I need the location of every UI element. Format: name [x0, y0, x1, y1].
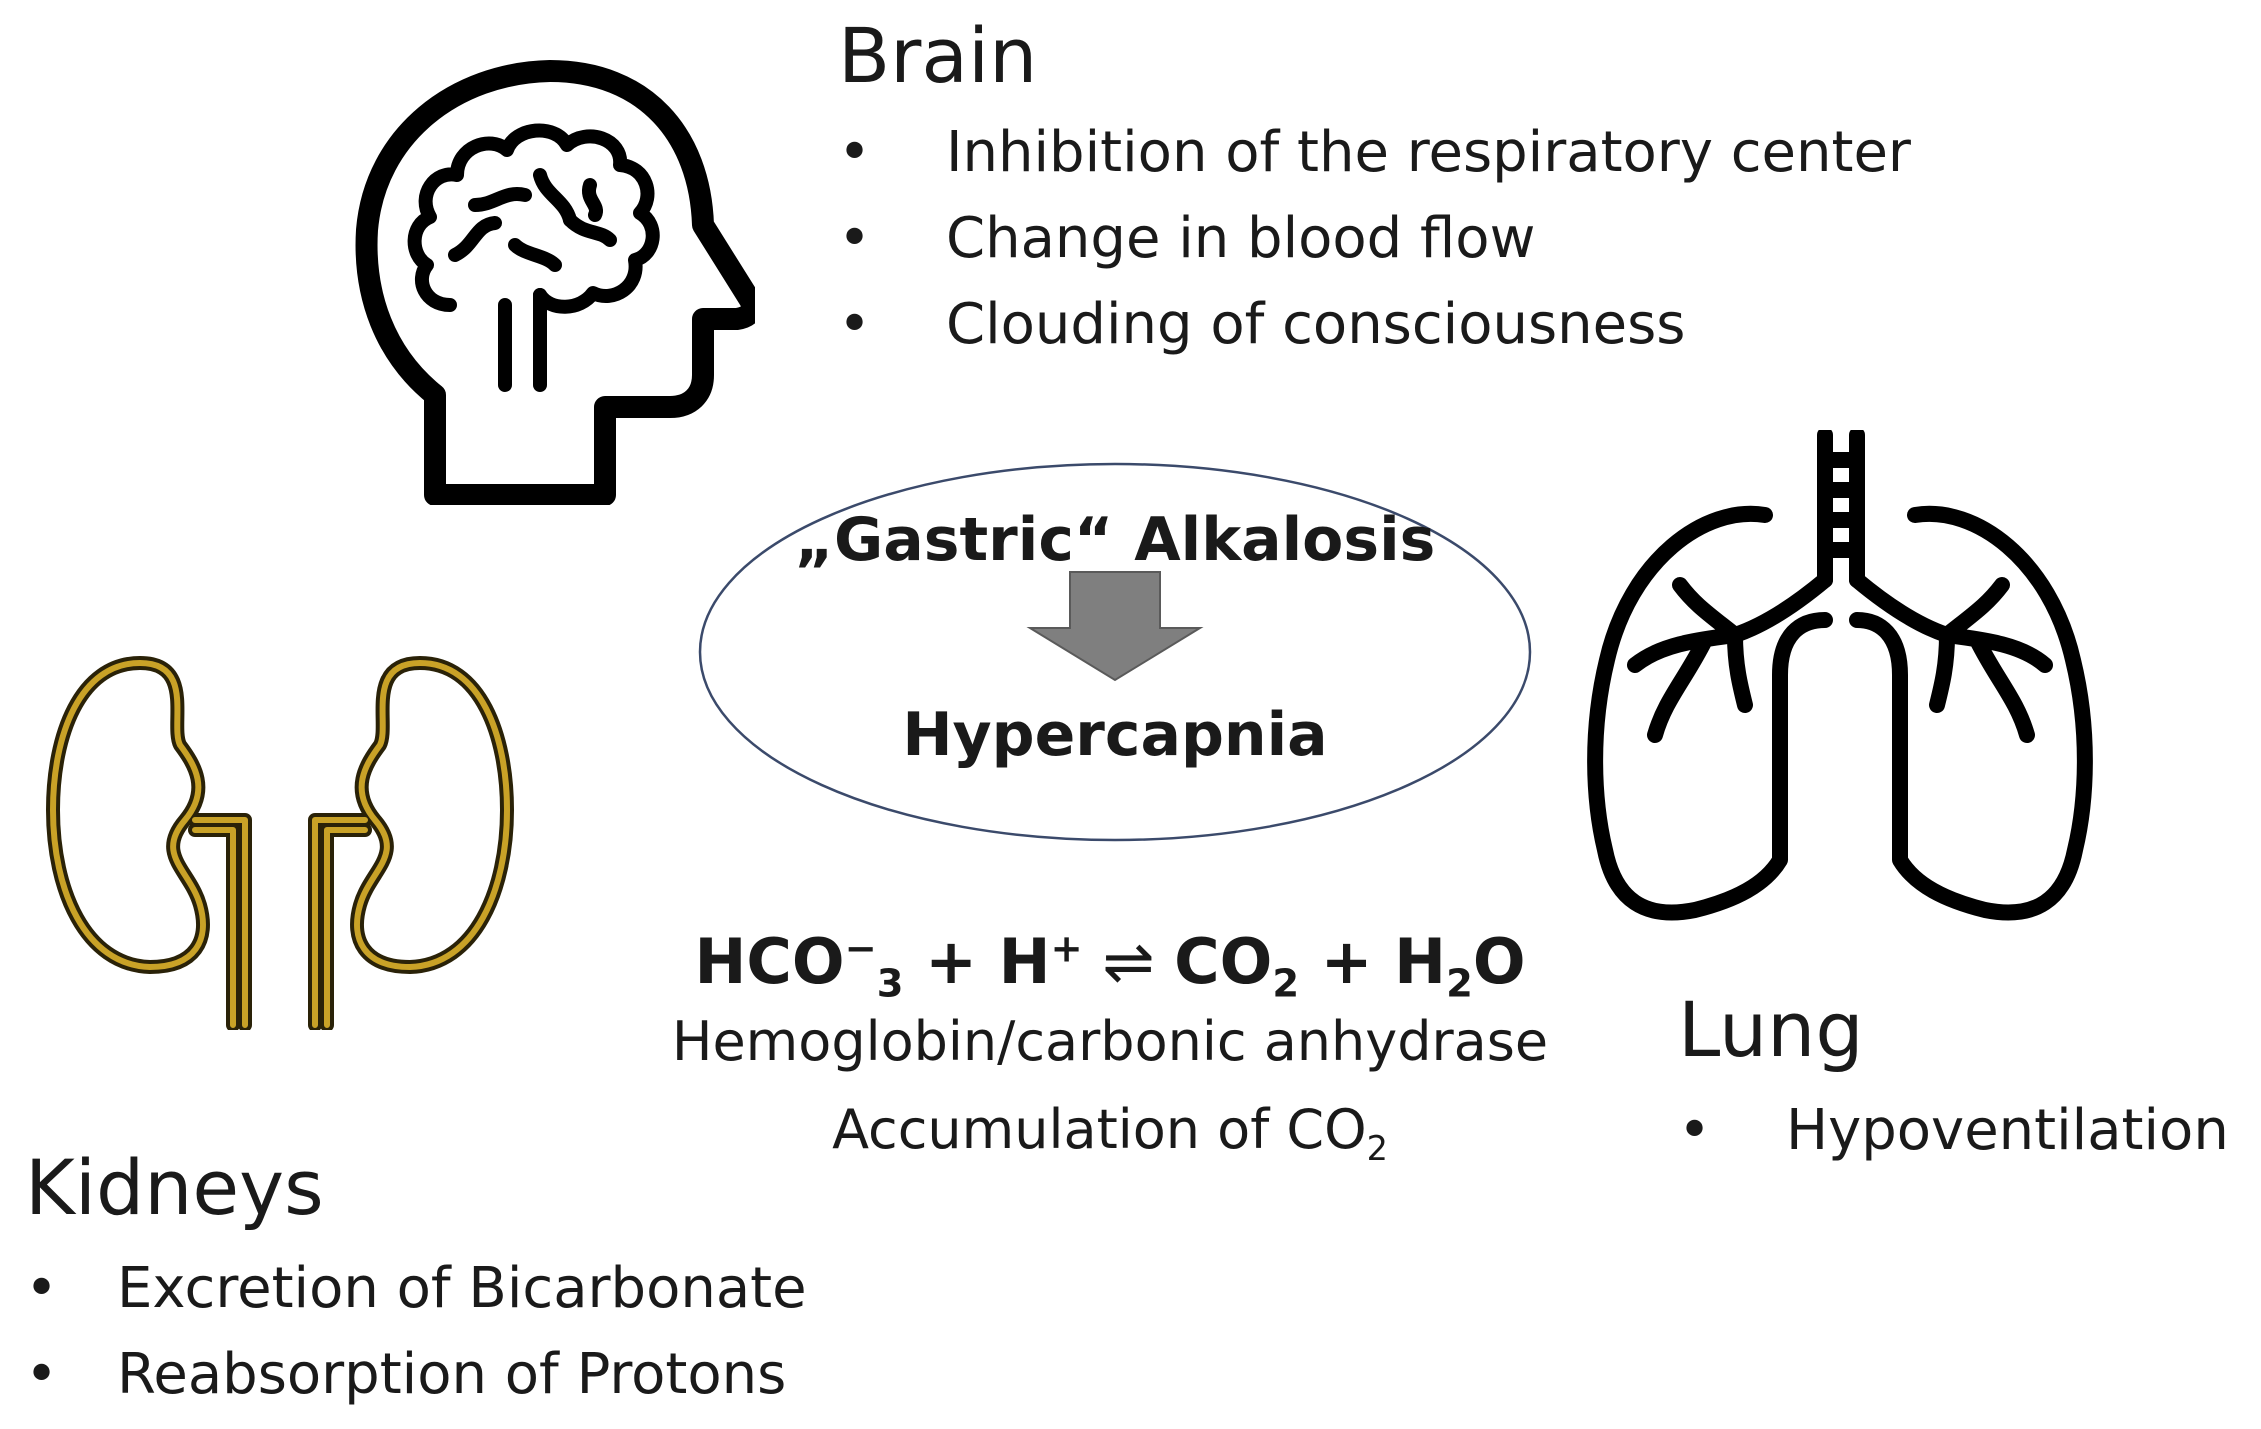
list-item: • Excretion of Bicarbonate: [25, 1246, 925, 1332]
bullet: •: [838, 206, 872, 271]
bullet: •: [25, 1256, 59, 1321]
eq-minus: −: [844, 926, 877, 972]
co2-note: Accumulation of CO2: [600, 1098, 1620, 1168]
reaction-equation: HCO−3 + H+ ⇌ CO2 + H2O: [600, 925, 1620, 1006]
co2-note-sub: 2: [1366, 1128, 1388, 1168]
hypercapnia-label: Hypercapnia: [902, 700, 1328, 770]
bullet: •: [25, 1342, 59, 1407]
bullet: •: [838, 120, 872, 185]
brain-list: • Inhibition of the respiratory center •…: [838, 110, 2038, 368]
eq-arrow: ⇌: [1082, 925, 1175, 998]
bullet: •: [1678, 1098, 1712, 1163]
enzyme-note: Hemoglobin/carbonic anhydrase: [671, 1010, 1549, 1073]
lung-item: Hypoventilation: [1786, 1098, 2229, 1163]
eq-sub2b: 2: [1446, 961, 1473, 1007]
lung-list: • Hypoventilation: [1678, 1088, 2258, 1174]
eq-o: O: [1472, 925, 1526, 998]
brain-item: Clouding of consciousness: [946, 292, 1686, 357]
list-item: • Clouding of consciousness: [838, 282, 2038, 368]
list-item: • Change in blood flow: [838, 196, 2038, 282]
list-item: • Reabsorption of Protons: [25, 1332, 925, 1418]
bullet: •: [838, 292, 872, 357]
center-ellipse: [698, 462, 1532, 842]
lung-title: Lung: [1678, 985, 1864, 1074]
eq-plus-h2: + H: [1299, 925, 1447, 998]
kidneys-list: • Excretion of Bicarbonate • Reabsorptio…: [25, 1246, 925, 1418]
eq-sub2a: 2: [1272, 961, 1300, 1007]
head-brain-icon: [355, 60, 755, 505]
co2-note-prefix: Accumulation of: [832, 1098, 1287, 1161]
eq-co: CO: [1174, 925, 1273, 998]
down-arrow-icon: [1026, 571, 1204, 682]
eq-plus-sup: +: [1050, 926, 1083, 972]
kidneys-item: Reabsorption of Protons: [117, 1342, 787, 1407]
list-item: • Inhibition of the respiratory center: [838, 110, 2038, 196]
alkalosis-label: „Gastric“ Alkalosis: [794, 505, 1436, 575]
co2-note-co: CO: [1286, 1098, 1367, 1161]
eq-hco: HCO: [694, 925, 845, 998]
kidneys-icon: [46, 656, 514, 1030]
eq-sub3: 3: [876, 961, 904, 1007]
lungs-icon: [1587, 430, 2093, 921]
kidneys-title: Kidneys: [25, 1143, 324, 1232]
list-item: • Hypoventilation: [1678, 1088, 2258, 1174]
brain-title: Brain: [838, 11, 1038, 100]
kidneys-item: Excretion of Bicarbonate: [117, 1256, 807, 1321]
brain-item: Change in blood flow: [946, 206, 1536, 271]
brain-item: Inhibition of the respiratory center: [946, 120, 1911, 185]
eq-plus-h: + H: [903, 925, 1051, 998]
